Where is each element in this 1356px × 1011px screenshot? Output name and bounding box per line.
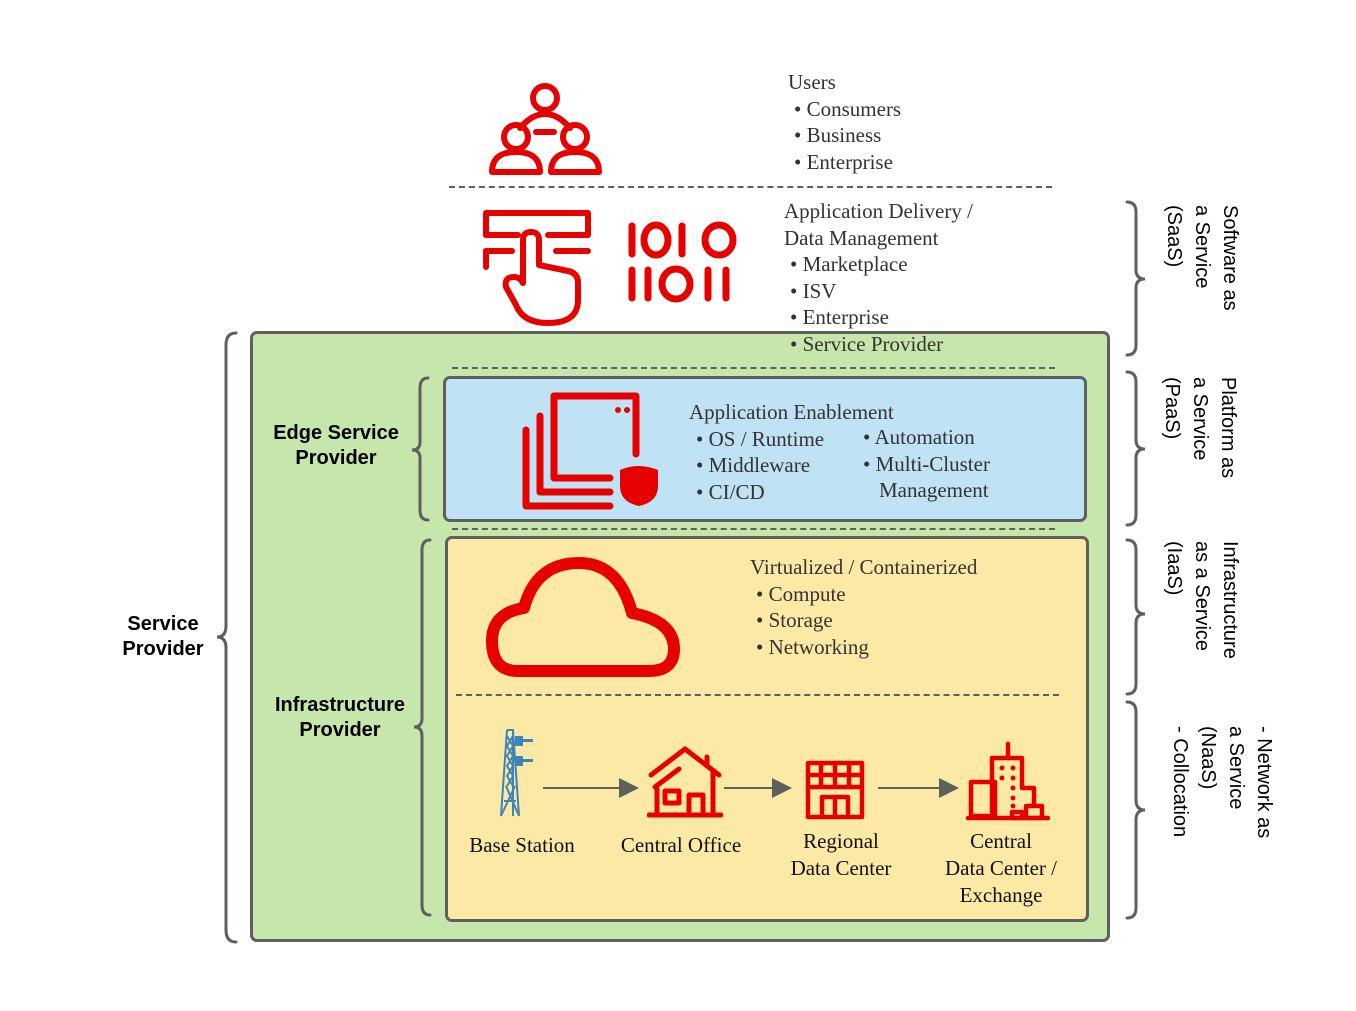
users-text: Users Consumers Business Enterprise [788, 69, 901, 175]
app-enablement-item: CI/CD [696, 479, 894, 506]
brace-service-provider [216, 331, 238, 944]
building-icon [805, 760, 865, 820]
brace-naas [1125, 700, 1146, 920]
app-delivery-item: Service Provider [790, 331, 973, 358]
node-label-regional-dc: Regional Data Center [790, 829, 892, 880]
app-enablement-text-col2: Automation Multi-Cluster Management [863, 424, 990, 504]
app-enablement-item: Automation [863, 424, 990, 451]
binary-data-icon [628, 221, 737, 303]
users-title: Users [788, 70, 836, 94]
app-delivery-title-1: Application Delivery / [784, 199, 973, 223]
app-delivery-text: Application Delivery / Data Management M… [784, 198, 973, 358]
virtualized-text: Virtualized / Containerized Compute Stor… [750, 554, 977, 660]
app-enablement-title: Application Enablement [689, 400, 894, 424]
app-enablement-item: Middleware [696, 452, 894, 479]
node-label-central-dc: Central Data Center / Exchange [945, 829, 1057, 907]
users-item: Business [794, 122, 901, 149]
divider-iaas [456, 694, 1059, 696]
app-enablement-text: Application Enablement OS / Runtime Midd… [689, 399, 894, 505]
app-enablement-item-cont: Management [879, 478, 989, 503]
users-item: Consumers [794, 96, 902, 123]
house-icon [647, 746, 723, 818]
divider-paas [452, 528, 1055, 530]
virtualized-item: Storage [756, 607, 977, 634]
label-saas: Software as a Service (SaaS) [1163, 205, 1241, 311]
cell-tower-icon [500, 729, 533, 817]
app-delivery-item: ISV [790, 278, 973, 305]
city-buildings-icon [966, 741, 1050, 821]
virtualized-item: Networking [756, 634, 977, 661]
virtualized-item: Compute [756, 581, 977, 608]
app-enablement-item: OS / Runtime [696, 426, 894, 453]
label-paas: Platform as a Service (PaaS) [1161, 377, 1239, 479]
brace-iaas [1125, 538, 1146, 696]
brace-paas [1125, 370, 1146, 527]
brace-saas [1125, 200, 1146, 357]
label-infrastructure-provider: Infrastructure Provider [274, 694, 406, 741]
users-item: Enterprise [794, 149, 901, 176]
app-delivery-item: Enterprise [790, 304, 973, 331]
app-delivery-title-2: Data Management [784, 225, 939, 250]
brace-edge-service-provider [411, 376, 430, 522]
cloud-icon [486, 557, 680, 677]
divider-users [449, 186, 1052, 188]
node-label-central-office: Central Office [620, 833, 742, 857]
virtualized-title: Virtualized / Containerized [750, 555, 978, 579]
label-naas: - Network as a Service (NaaS) - Collocat… [1169, 726, 1275, 839]
node-label-base-station: Base Station [469, 833, 575, 857]
touch-dashboard-icon [483, 210, 591, 326]
app-delivery-item: Marketplace [790, 251, 973, 278]
label-iaas: Infrastructure as a Service (IaaS) [1163, 541, 1241, 659]
label-edge-service-provider: Edge Service Provider [273, 422, 399, 469]
brace-infrastructure-provider [413, 538, 432, 917]
users-group-icon [489, 83, 602, 175]
app-enablement-item: Multi-Cluster [863, 451, 990, 478]
divider-saas [452, 367, 1055, 369]
secure-container-stack-icon [522, 392, 658, 510]
label-service-provider: Service Provider [122, 613, 204, 660]
